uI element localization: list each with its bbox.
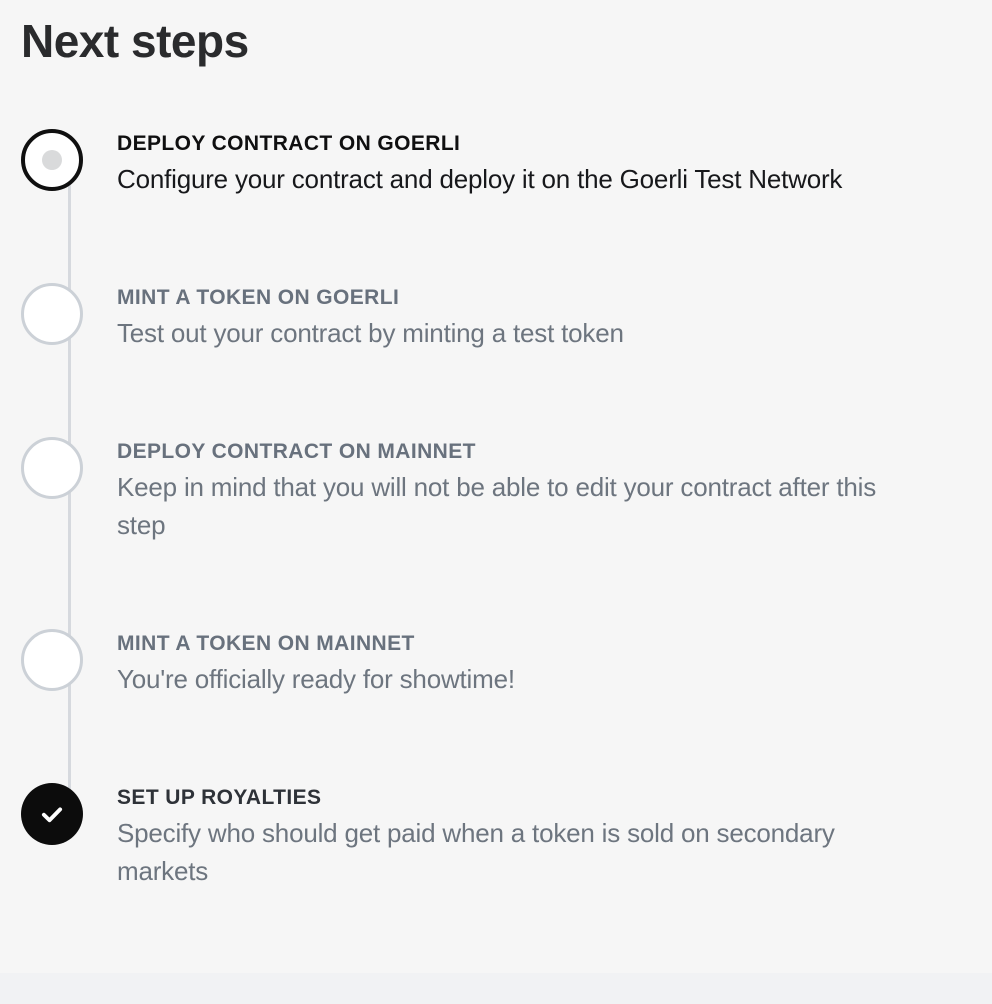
- check-icon: [41, 807, 63, 823]
- step-description: Keep in mind that you will not be able t…: [117, 472, 877, 540]
- step-text: MINT A TOKEN ON GOERLI Test out your con…: [117, 283, 917, 352]
- step-item-deploy-goerli[interactable]: DEPLOY CONTRACT ON GOERLI Configure your…: [21, 129, 968, 198]
- step-text: DEPLOY CONTRACT ON GOERLI Configure your…: [117, 129, 917, 198]
- step-text: SET UP ROYALTIES Specify who should get …: [117, 783, 917, 890]
- step-title: DEPLOY CONTRACT ON MAINNET: [117, 440, 476, 463]
- pending-step-indicator-icon: [21, 629, 83, 691]
- current-step-dot-icon: [42, 150, 62, 170]
- pending-step-indicator-icon: [21, 283, 83, 345]
- step-item-mint-goerli[interactable]: MINT A TOKEN ON GOERLI Test out your con…: [21, 283, 968, 352]
- step-title: MINT A TOKEN ON MAINNET: [117, 632, 415, 655]
- step-description: Configure your contract and deploy it on…: [117, 164, 843, 194]
- step-item-mint-mainnet[interactable]: MINT A TOKEN ON MAINNET You're officiall…: [21, 629, 968, 698]
- step-title: DEPLOY CONTRACT ON GOERLI: [117, 132, 461, 155]
- page-title: Next steps: [21, 15, 249, 67]
- step-description: You're officially ready for showtime!: [117, 664, 515, 694]
- step-title: SET UP ROYALTIES: [117, 786, 322, 809]
- step-title: MINT A TOKEN ON GOERLI: [117, 286, 400, 309]
- step-text: DEPLOY CONTRACT ON MAINNET Keep in mind …: [117, 437, 917, 544]
- completed-step-indicator-icon: [21, 783, 83, 845]
- page-bottom-strip: [0, 973, 992, 1004]
- active-step-indicator-icon: [21, 129, 83, 191]
- step-description: Test out your contract by minting a test…: [117, 318, 624, 348]
- step-description: Specify who should get paid when a token…: [117, 818, 835, 886]
- pending-step-indicator-icon: [21, 437, 83, 499]
- step-text: MINT A TOKEN ON MAINNET You're officiall…: [117, 629, 917, 698]
- steps-list: DEPLOY CONTRACT ON GOERLI Configure your…: [21, 129, 968, 890]
- step-item-set-up-royalties[interactable]: SET UP ROYALTIES Specify who should get …: [21, 783, 968, 890]
- step-item-deploy-mainnet[interactable]: DEPLOY CONTRACT ON MAINNET Keep in mind …: [21, 437, 968, 544]
